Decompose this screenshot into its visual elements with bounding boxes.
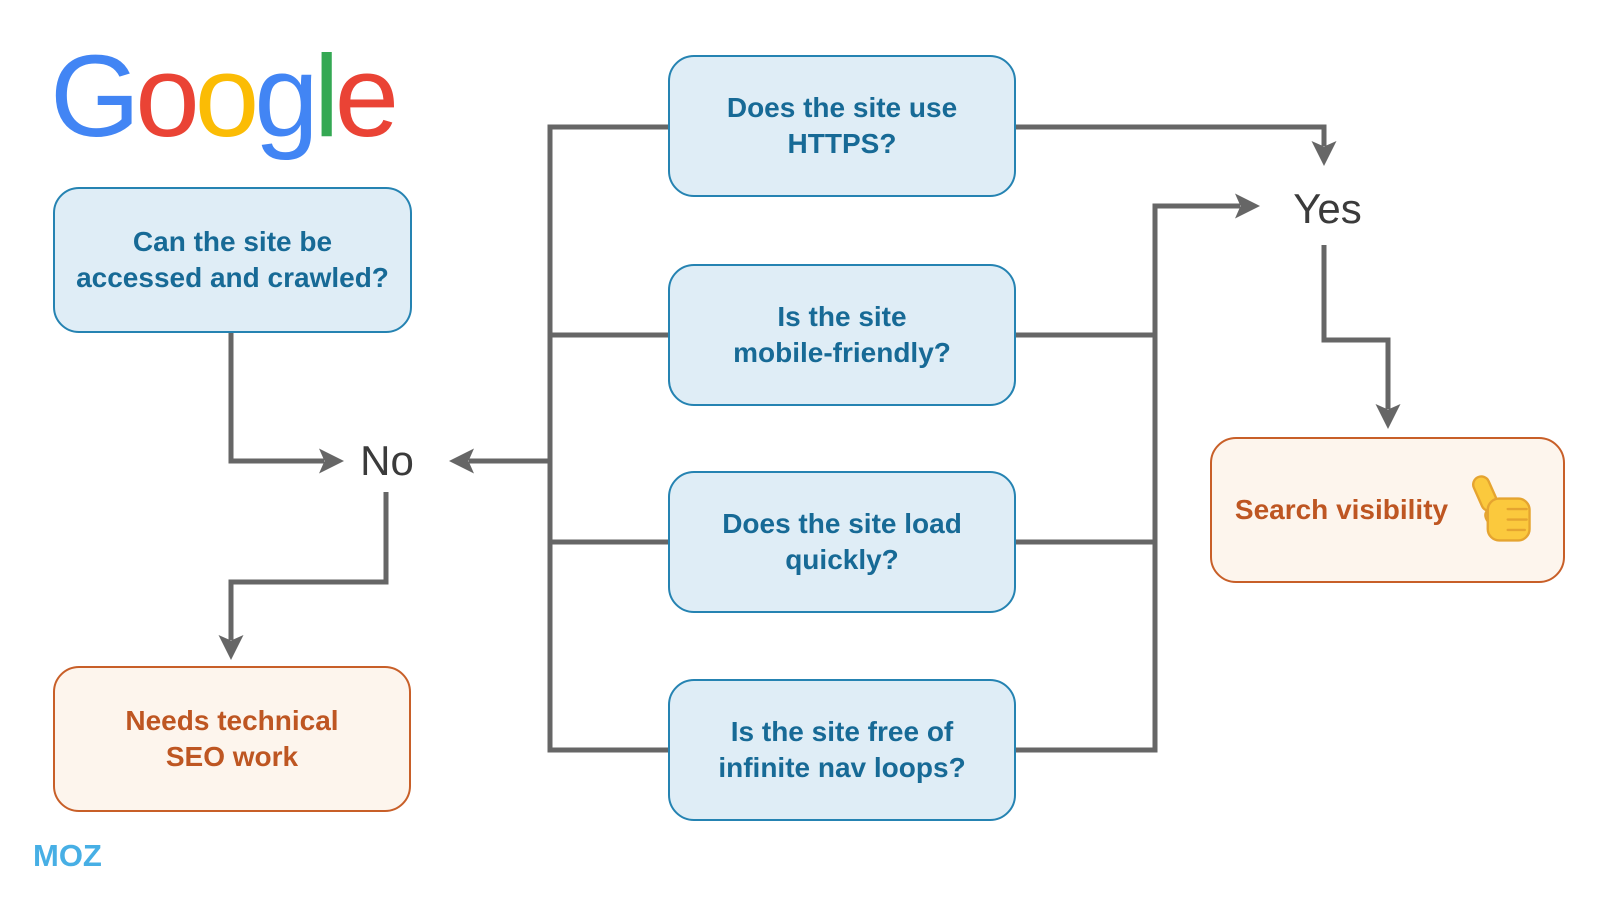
branch-label-text: Yes — [1293, 184, 1362, 232]
result-node-search-visibility: Search visibility — [1210, 437, 1565, 583]
google-logo-letter: o — [135, 31, 199, 161]
decision-node-https: Does the site use HTTPS? — [668, 55, 1016, 197]
connector-crawl-to-no — [228, 332, 344, 474]
google-logo: Google — [50, 38, 399, 154]
connector-https-to-yes — [1016, 124, 1337, 166]
decision-node-nav-loops: Is the site free of infinite nav loops? — [668, 679, 1016, 821]
decision-node-label: Does the site load quickly? — [722, 507, 962, 575]
result-node-needs-seo-work: Needs technical SEO work — [53, 666, 411, 812]
google-logo-letter: e — [334, 31, 399, 161]
google-logo-letter: o — [194, 31, 259, 161]
result-node-label: Search visibility — [1234, 493, 1449, 525]
thumbs-up-icon — [1472, 475, 1531, 542]
connector-left-trunk — [547, 124, 668, 753]
branch-label-yes: Yes — [1285, 181, 1370, 236]
decision-node-mobile-friendly: Is the site mobile-friendly? — [668, 264, 1016, 406]
decision-node-load-speed: Does the site load quickly? — [668, 471, 1016, 613]
branch-label-no: No — [348, 433, 426, 488]
branch-label-text: No — [360, 436, 414, 484]
connector-no-to-seo — [218, 492, 389, 660]
google-logo-letter: g — [254, 31, 318, 161]
moz-logo: MOZ — [33, 838, 102, 873]
google-logo-letter: G — [50, 31, 140, 161]
decision-node-crawl-access: Can the site be accessed and crawled? — [53, 187, 412, 333]
decision-node-label: Is the site mobile-friendly? — [733, 300, 951, 368]
connector-right-trunk-to-yes — [1016, 193, 1260, 753]
result-node-label: Needs technical SEO work — [125, 704, 339, 772]
connector-yes-to-visibility — [1321, 245, 1401, 429]
decision-node-label: Can the site be accessed and crawled? — [76, 225, 389, 293]
decision-node-label: Does the site use HTTPS? — [726, 91, 958, 159]
decision-node-label: Is the site free of infinite nav loops? — [718, 715, 966, 783]
google-logo-letter: l — [313, 31, 340, 161]
